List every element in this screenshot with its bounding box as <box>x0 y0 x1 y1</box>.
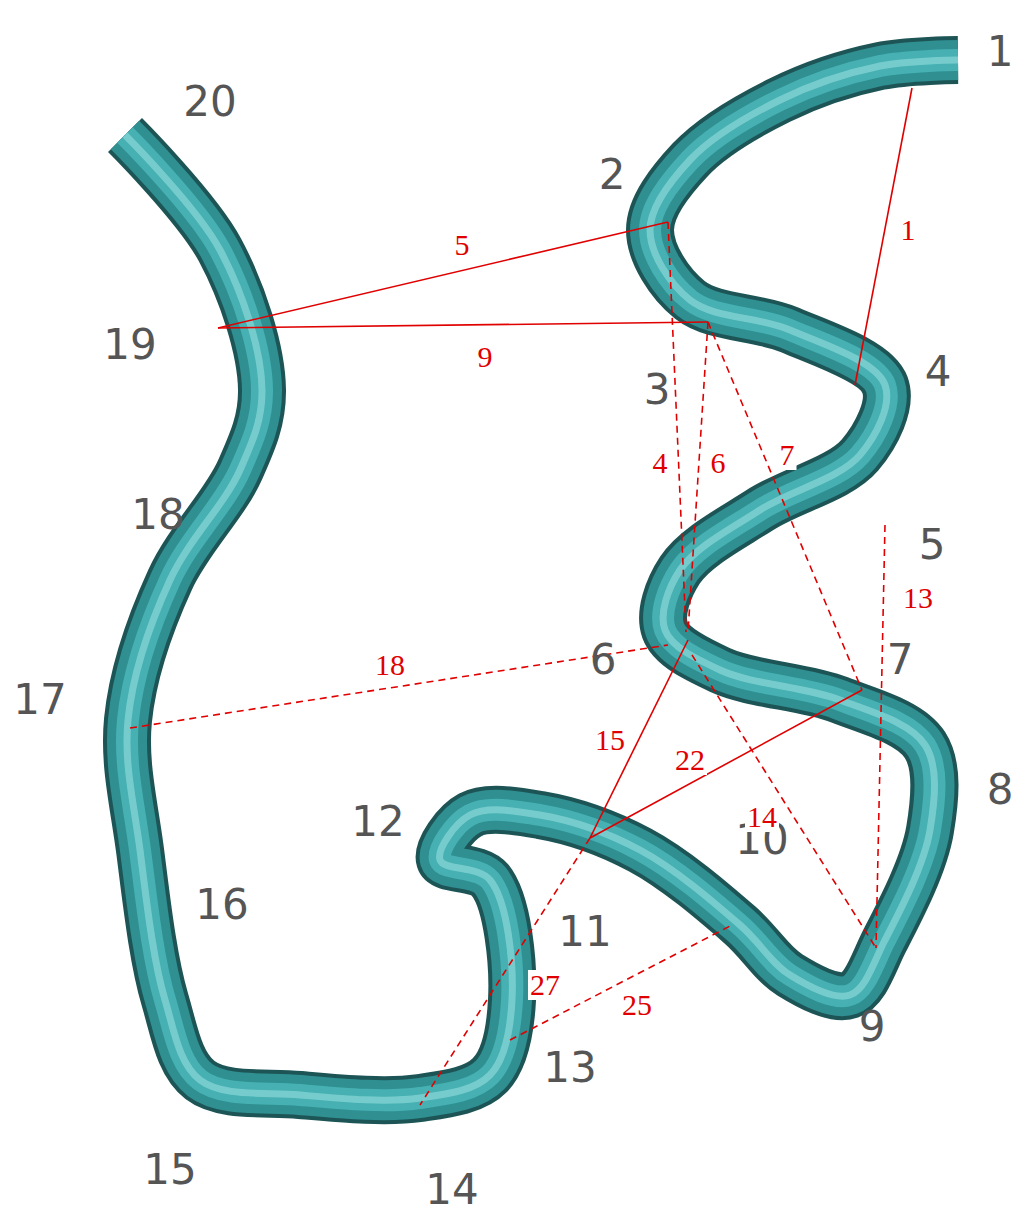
distance-label: 27 <box>528 970 562 1000</box>
distance-line <box>130 645 668 728</box>
distance-line <box>668 222 686 632</box>
backbone-tube <box>125 60 958 1100</box>
residue-number: 8 <box>987 769 1014 811</box>
residue-number: 19 <box>103 324 156 366</box>
residue-number: 17 <box>13 679 66 721</box>
distance-line <box>876 525 885 948</box>
backbone-tube <box>125 60 958 1100</box>
distance-line <box>688 322 708 632</box>
residue-number: 13 <box>543 1047 596 1089</box>
distance-label: 5 <box>453 230 472 260</box>
residue-number: 18 <box>131 494 184 536</box>
residue-number: 14 <box>425 1169 478 1211</box>
residue-number: 7 <box>887 639 914 681</box>
backbone-tube <box>125 60 958 1100</box>
distance-label: 4 <box>651 448 670 478</box>
distance-label: 9 <box>476 342 495 372</box>
residue-number: 9 <box>859 1006 886 1048</box>
distance-label: 25 <box>620 990 654 1020</box>
residue-number: 15 <box>143 1149 196 1191</box>
distance-label: 14 <box>745 802 779 832</box>
residue-number: 5 <box>919 524 946 566</box>
distance-label: 13 <box>901 583 935 613</box>
distance-line <box>590 640 688 838</box>
residue-number: 12 <box>351 801 404 843</box>
distance-label: 18 <box>373 650 407 680</box>
distance-line <box>692 655 876 948</box>
residue-number: 6 <box>590 639 617 681</box>
distance-line <box>218 222 668 328</box>
residue-number: 2 <box>599 154 626 196</box>
residue-number: 11 <box>558 911 611 953</box>
residue-number: 3 <box>644 369 671 411</box>
distance-label: 22 <box>673 745 707 775</box>
residue-number: 4 <box>925 351 952 393</box>
backbone-tube <box>125 60 958 1100</box>
distance-label: 1 <box>899 215 918 245</box>
residue-number: 20 <box>183 81 236 123</box>
distance-line <box>590 690 862 838</box>
distance-line <box>510 925 732 1040</box>
distance-label: 6 <box>709 448 728 478</box>
residue-number: 16 <box>195 884 248 926</box>
distance-label: 15 <box>593 725 627 755</box>
residue-number: 1 <box>987 31 1014 73</box>
distance-label: 7 <box>778 440 797 470</box>
distance-line <box>708 322 862 690</box>
distance-line <box>218 322 708 328</box>
